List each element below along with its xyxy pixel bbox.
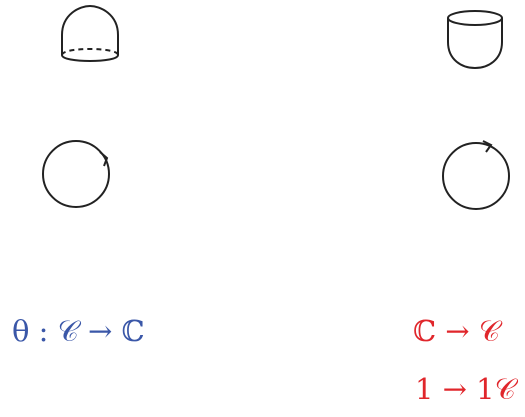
circle-left-shape: [42, 140, 110, 208]
formula-right-2-text: 1 → 1𝒞: [415, 372, 516, 406]
formula-left-text: θ : 𝒞 → ℂ: [12, 314, 145, 348]
formula-right-1: ℂ → 𝒞: [413, 317, 500, 346]
cap-up-shape: [447, 10, 503, 70]
cap-down-shape: [61, 4, 119, 62]
formula-left: θ : 𝒞 → ℂ: [12, 317, 145, 346]
formula-right-1-text: ℂ → 𝒞: [413, 314, 500, 348]
formula-right-2: 1 → 1𝒞: [415, 375, 516, 404]
circle-right-shape: [442, 140, 510, 210]
